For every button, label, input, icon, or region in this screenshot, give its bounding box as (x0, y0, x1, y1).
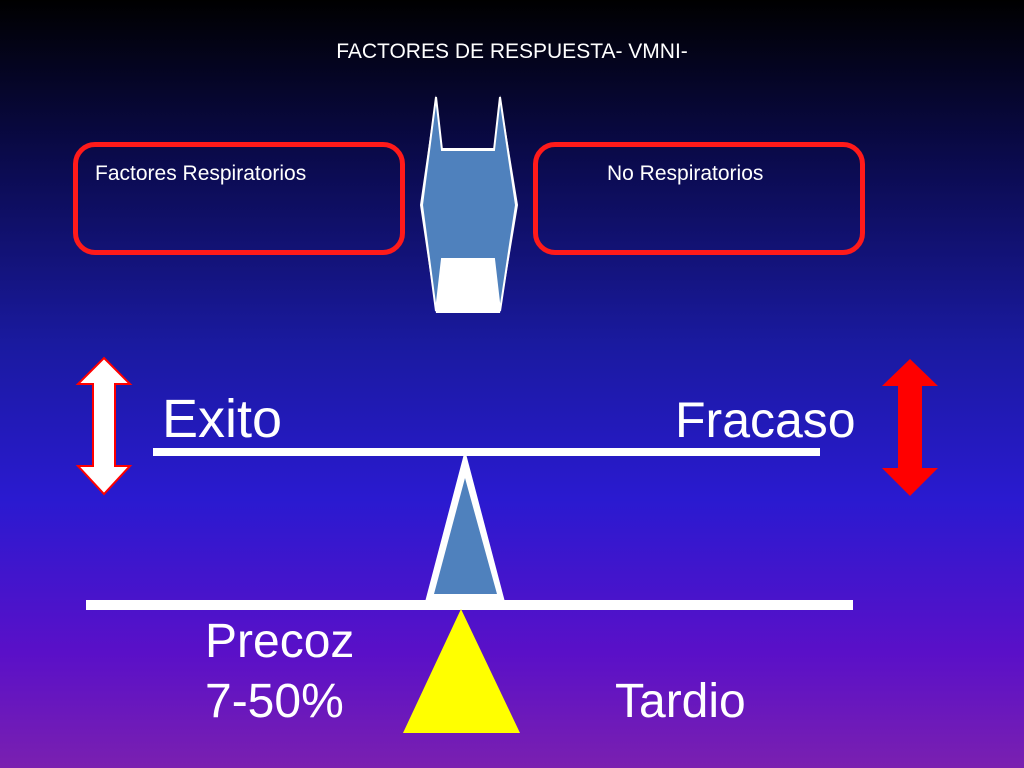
respiratory-factors-box (73, 142, 405, 255)
fulcrum-triangle (403, 609, 520, 733)
non-respiratory-factors-box (533, 142, 865, 255)
early-label: Precoz (205, 615, 355, 668)
late-label: Tardio (615, 675, 746, 728)
success-label: Exito (162, 389, 283, 449)
vertical-double-arrow-icon-right (882, 359, 938, 496)
double-arrow-icon-fill (420, 96, 518, 312)
respiratory-factors-label: Factores Respiratorios (95, 162, 307, 185)
vertical-double-arrow-icon-left (75, 356, 133, 496)
slide-title: FACTORES DE RESPUESTA- VMNI- (336, 40, 688, 63)
failure-label: Fracaso (675, 392, 856, 448)
pivot-triangle-inner (434, 478, 497, 594)
early-percentage: 7-50% (205, 675, 344, 728)
non-respiratory-factors-label: No Respiratorios (607, 162, 764, 185)
